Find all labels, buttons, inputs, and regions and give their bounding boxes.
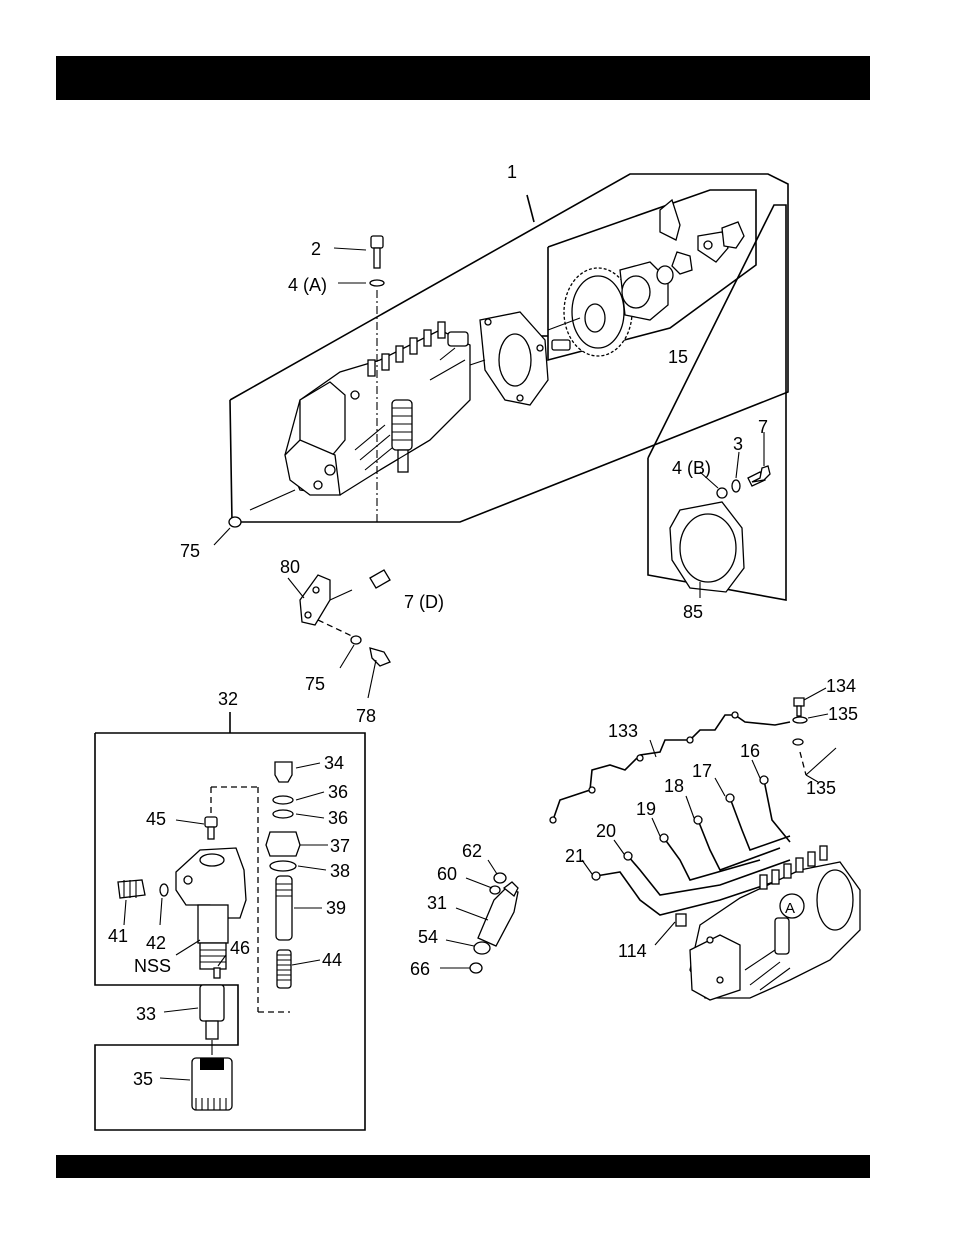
bolt-2 bbox=[334, 236, 384, 286]
label-33: 33 bbox=[136, 1004, 156, 1024]
label-38: 38 bbox=[330, 861, 350, 881]
label-41: 41 bbox=[108, 926, 128, 946]
label-60: 60 bbox=[437, 864, 457, 884]
label-4a: 4 (A) bbox=[288, 275, 327, 295]
label-135-a: 135 bbox=[828, 704, 858, 724]
label-nss: NSS bbox=[134, 956, 171, 976]
label-44: 44 bbox=[322, 950, 342, 970]
label-21: 21 bbox=[565, 846, 585, 866]
label-75-lower: 75 bbox=[305, 674, 325, 694]
label-66: 66 bbox=[410, 959, 430, 979]
bracket-80-set bbox=[288, 570, 390, 698]
label-54: 54 bbox=[418, 927, 438, 947]
label-31: 31 bbox=[427, 893, 447, 913]
label-2: 2 bbox=[311, 239, 321, 259]
drive-gear bbox=[552, 200, 744, 356]
label-37: 37 bbox=[330, 836, 350, 856]
label-18: 18 bbox=[664, 776, 684, 796]
label-34: 34 bbox=[324, 753, 344, 773]
pump-flange bbox=[480, 312, 548, 405]
washer-75-upper bbox=[214, 517, 241, 545]
label-46: 46 bbox=[230, 938, 250, 958]
label-a: A bbox=[785, 900, 795, 917]
label-32: 32 bbox=[218, 689, 238, 709]
label-134: 134 bbox=[826, 676, 856, 696]
label-133: 133 bbox=[608, 721, 638, 741]
label-85: 85 bbox=[683, 602, 703, 622]
label-36-a: 36 bbox=[328, 782, 348, 802]
label-135-b: 135 bbox=[806, 778, 836, 798]
label-35: 35 bbox=[133, 1069, 153, 1089]
label-78: 78 bbox=[356, 706, 376, 726]
label-62: 62 bbox=[462, 841, 482, 861]
label-4b: 4 (B) bbox=[672, 458, 711, 478]
label-15: 15 bbox=[668, 347, 688, 367]
label-7d: 7 (D) bbox=[404, 592, 444, 612]
label-39: 39 bbox=[326, 898, 346, 918]
label-114: 114 bbox=[618, 941, 647, 961]
label-3: 3 bbox=[733, 434, 743, 454]
cover-plate-85 bbox=[670, 502, 744, 598]
label-1: 1 bbox=[507, 162, 517, 182]
label-17: 17 bbox=[692, 761, 712, 781]
label-19: 19 bbox=[636, 799, 656, 819]
label-80: 80 bbox=[280, 557, 300, 577]
pump-reference-view bbox=[690, 846, 860, 1000]
label-45: 45 bbox=[146, 809, 166, 829]
label-42: 42 bbox=[146, 933, 166, 953]
label-20: 20 bbox=[596, 821, 616, 841]
label-75-upper: 75 bbox=[180, 541, 200, 561]
label-16: 16 bbox=[740, 741, 760, 761]
label-36-b: 36 bbox=[328, 808, 348, 828]
label-7: 7 bbox=[758, 417, 768, 437]
